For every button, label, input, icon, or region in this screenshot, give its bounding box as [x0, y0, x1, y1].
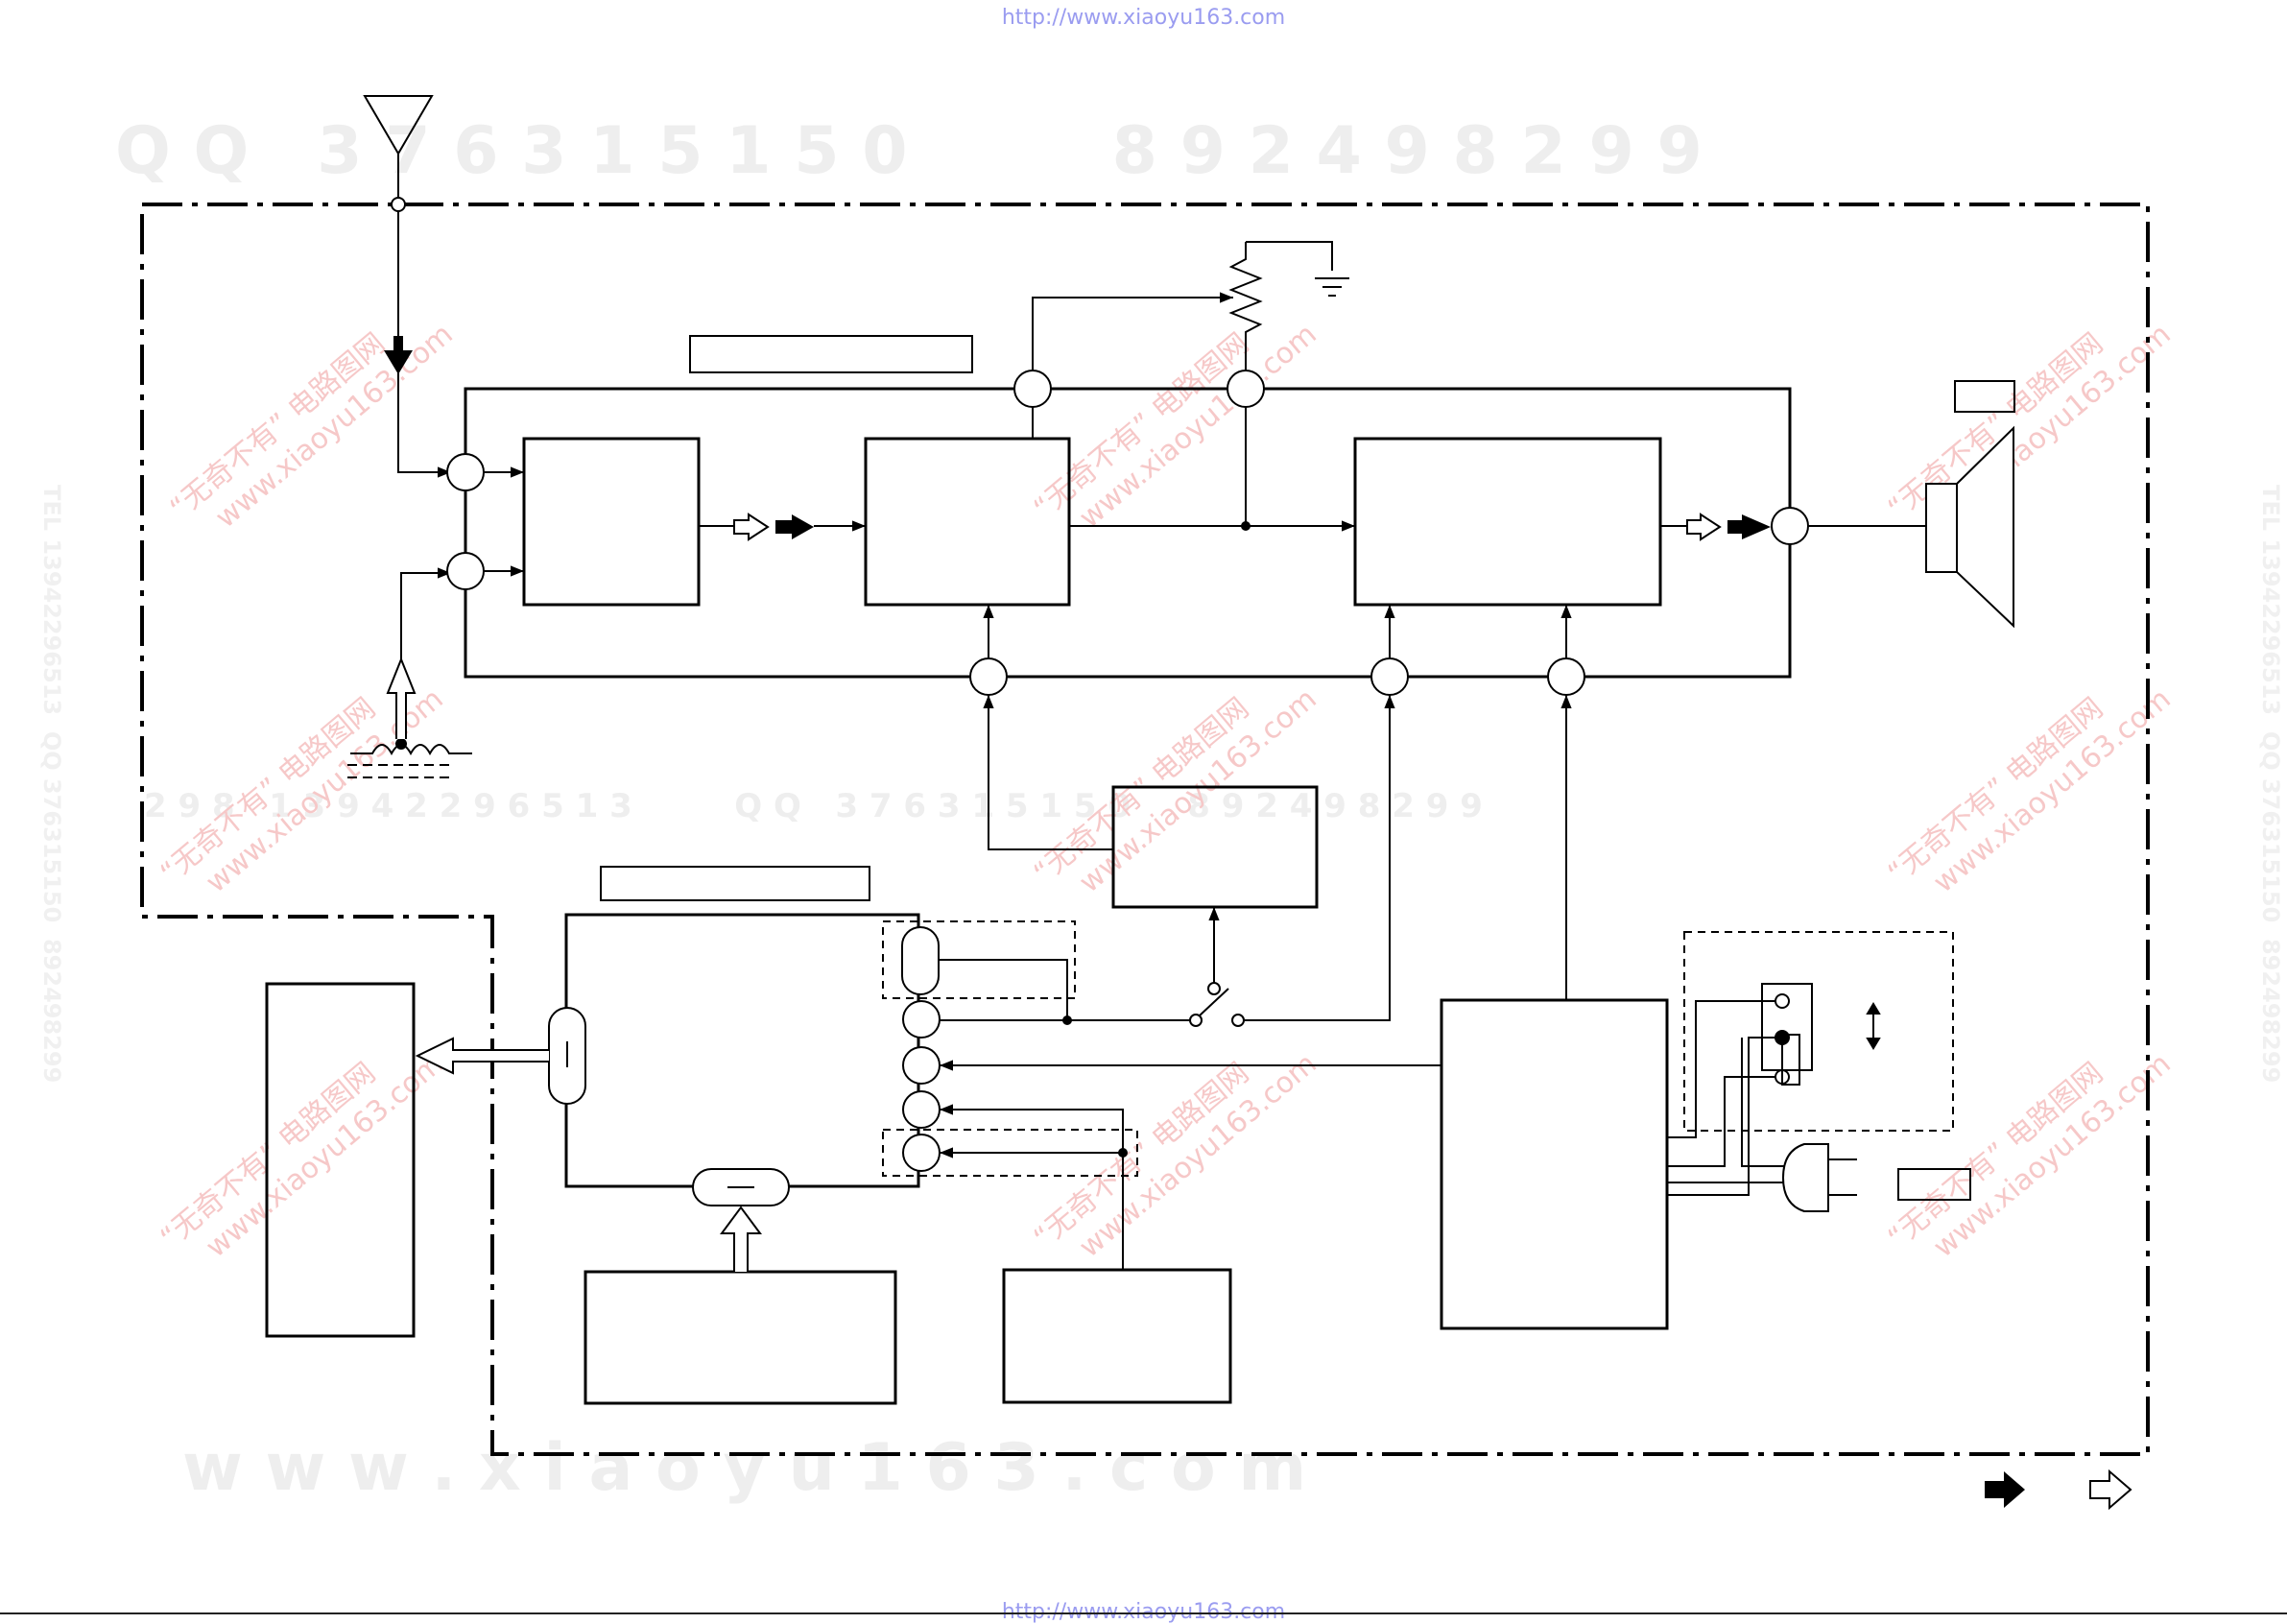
tape-label-bar [600, 866, 870, 901]
ic-label-bar [689, 335, 973, 373]
switch-dashed-box [882, 920, 1076, 999]
cd-block [265, 982, 416, 1338]
control-block [1111, 785, 1319, 909]
header-url[interactable]: http://www.xiaoyu163.com [1001, 6, 1286, 30]
plug-label-bar [1897, 1168, 1971, 1201]
page-bottom-rule [0, 1612, 2287, 1614]
tape-pin-2 [902, 1046, 941, 1085]
tape-pin-1 [902, 1000, 941, 1039]
led-dashed-box [882, 1129, 1138, 1177]
cabinet-outline [140, 203, 2150, 1456]
watermark-top-row: Q Q 3 7 6 3 1 5 1 5 0 8 9 2 4 9 8 2 9 9 [115, 113, 1703, 189]
ferrite-coil-icon [347, 738, 472, 778]
front-panel-block [584, 1270, 897, 1405]
pin-rf-1 [446, 453, 485, 491]
speaker-label-bar [1954, 380, 2015, 413]
watermark-middle-row: 2 9 8 1 3 9 4 2 2 9 6 5 1 3 Q Q 3 7 6 3 … [144, 787, 1483, 825]
volume-potentiometer-icon [1228, 241, 1333, 370]
switch-icon [1189, 982, 1245, 1027]
tape-pin-4 [902, 1134, 941, 1172]
tape-pin-3 [902, 1090, 941, 1129]
pin-top-1 [1013, 370, 1052, 408]
pin-bot-1 [969, 657, 1008, 696]
ground-icon [1315, 277, 1349, 297]
tape-outline [564, 913, 920, 1188]
ac-plug-icon [1781, 1143, 1857, 1212]
if-block [864, 437, 1071, 607]
power-block [1440, 998, 1669, 1330]
voltage-selector-box [1683, 931, 1954, 1132]
pin-rf-2 [446, 552, 485, 590]
pin-bot-2 [1370, 657, 1409, 696]
antenna-signal-arrow [384, 336, 413, 374]
antenna-icon [363, 95, 434, 212]
pin-out [1771, 507, 1809, 545]
front-panel-arrow [720, 1206, 762, 1272]
speaker-icon [1925, 425, 2014, 629]
legend-solid-arrow [1985, 1471, 2025, 1508]
key-block [1002, 1268, 1232, 1404]
pin-bot-3 [1547, 657, 1585, 696]
rf-block [522, 437, 701, 607]
coil-signal-arrow [386, 657, 417, 739]
audio-amp-block [1353, 437, 1662, 607]
pin-top-2 [1227, 370, 1265, 408]
cd-link-arrow [415, 1037, 549, 1075]
watermark-bottom-row: w w w . x i a o y u 1 6 3 . c o m [182, 1430, 1307, 1506]
tape-pin-oval [901, 926, 940, 995]
ic-outline [464, 387, 1792, 679]
voltage-selector [1761, 983, 1881, 1086]
legend-hollow-arrow [2089, 1469, 2132, 1511]
